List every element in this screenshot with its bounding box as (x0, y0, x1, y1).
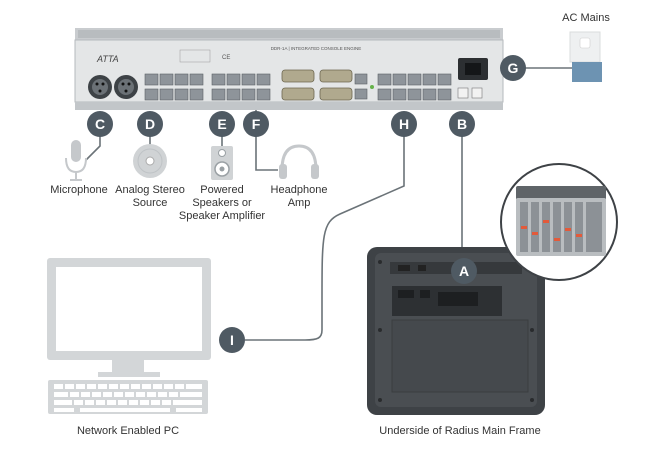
status-led (370, 85, 374, 89)
label-line: Analog Stereo (115, 184, 185, 196)
headphones-icon (279, 144, 319, 179)
badge-c: C (87, 111, 113, 137)
pc-icon (47, 258, 211, 414)
radius-frame-underside (367, 247, 545, 415)
ac-outlet (569, 31, 602, 82)
rj45-bank-3 (354, 73, 452, 101)
rack-model: DDR-1A | INTEGRATED CONSOLE ENGINE (271, 46, 362, 51)
label-network-pc: Network Enabled PC (76, 425, 180, 437)
badge-b: B (449, 111, 475, 137)
rj45-bank-1 (144, 73, 204, 101)
speaker-icon (211, 146, 233, 180)
label-line: Amp (287, 197, 311, 209)
label-analog-stereo-source: Analog Stereo Source (110, 184, 190, 210)
label-underside: Underside of Radius Main Frame (379, 425, 541, 437)
badge-g: G (500, 55, 526, 81)
badge-e: E (209, 111, 235, 137)
badge-h: H (391, 111, 417, 137)
db25-connectors (281, 69, 353, 101)
line-h-pc (245, 120, 405, 341)
ce-mark: CE (222, 55, 230, 61)
badge-i: I (219, 327, 245, 353)
small-connectors (457, 87, 483, 99)
label-line: Speaker Amplifier (178, 210, 266, 222)
rack-brand: ATTA (96, 54, 119, 64)
badge-f: F (243, 111, 269, 137)
rack-unit: ATTA DDR-1A | INTEGRATED CONSOLE ENGINE … (74, 28, 504, 110)
label-line: Speakers or (192, 197, 252, 209)
label-headphone-amp: Headphone Amp (264, 184, 334, 210)
badge-d: D (137, 111, 163, 137)
badge-a: A (451, 258, 477, 284)
label-ac-mains: AC Mains (562, 12, 610, 24)
power-connector (458, 58, 488, 80)
radius-console-inset (500, 163, 618, 281)
xlr-connector-1 (88, 75, 112, 99)
label-microphone: Microphone (50, 184, 108, 196)
label-line: Powered (200, 184, 244, 196)
microphone-icon (65, 140, 87, 181)
rj45-bank-2 (211, 73, 271, 101)
label-powered-speakers: Powered Speakers or Speaker Amplifier (176, 184, 268, 223)
label-line: Source (132, 197, 168, 209)
xlr-connector-2 (114, 75, 138, 99)
cd-disc-icon (133, 144, 167, 178)
label-line: Headphone (270, 184, 328, 196)
